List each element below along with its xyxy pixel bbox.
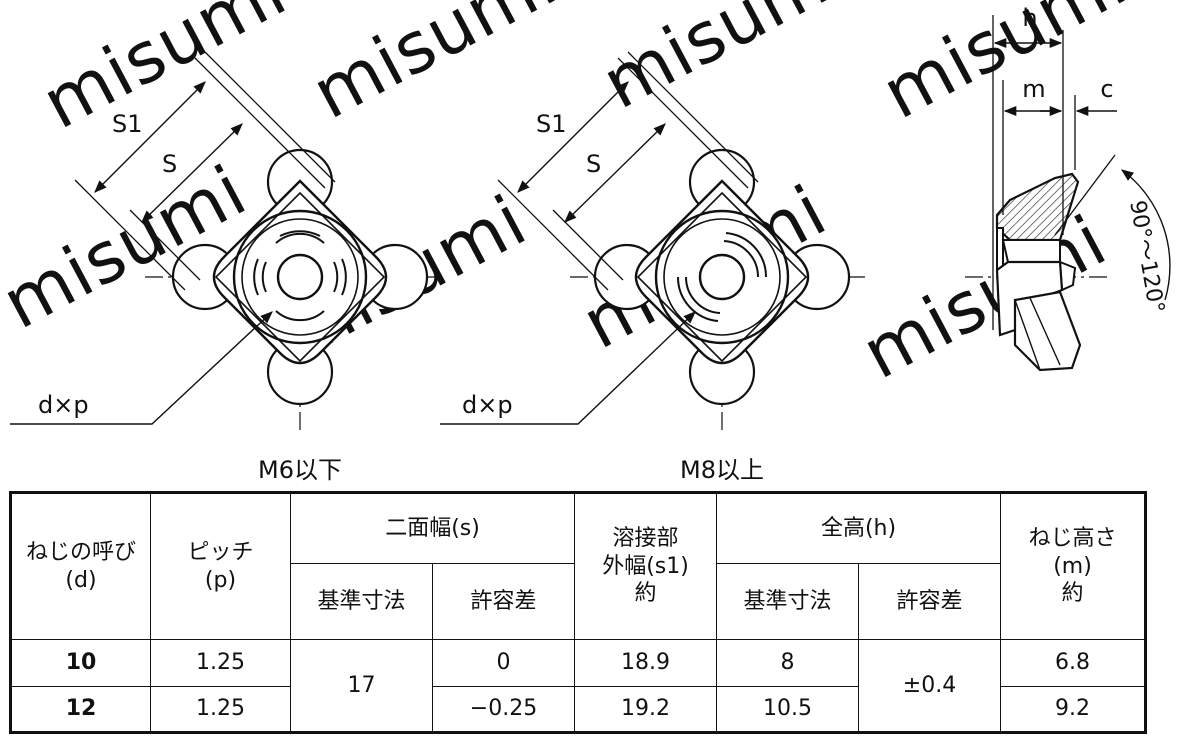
cell-h: 8 (716, 639, 860, 687)
table-row: 10 1.25 17 0 18.9 8 ±0.4 6.8 (10, 639, 1147, 733)
dim-s1-label: S1 (112, 110, 143, 138)
cell-d: 12 (10, 685, 151, 734)
header-weld-line2: 外幅(s1) (602, 553, 689, 579)
header-weld-line3: 約 (634, 581, 657, 607)
cell-s1: 19.2 (574, 685, 718, 734)
watermark-text: misumi (589, 0, 859, 125)
table-row: 12 1.25 −0.25 19.2 10.5 9.2 (10, 685, 1147, 734)
cell-p: 1.25 (150, 639, 291, 687)
cell-s-std: 17 (290, 639, 433, 733)
header-width-across: 二面幅(s) (289, 492, 576, 564)
watermark: misumi misumi misumi misumi misumi misum… (0, 0, 1139, 395)
thread-label: d×p (38, 391, 89, 419)
dim-s-label: S (162, 150, 177, 178)
cell-s1: 18.9 (574, 639, 718, 687)
right-view-caption: M8以上 (680, 456, 764, 484)
dim-m-label: m (1022, 75, 1045, 103)
header-thread-line2: (m) (1053, 553, 1092, 579)
cell-d: 10 (10, 639, 151, 687)
technical-drawing: misumi misumi misumi misumi misumi misum… (0, 0, 1171, 484)
header-width-tol: 許容差 (431, 562, 576, 641)
header-height-std: 基準寸法 (716, 562, 860, 641)
header-nominal-line1: ねじの呼び (25, 540, 136, 566)
watermark-text: misumi (869, 0, 1139, 135)
right-view: S1 S d×p M8以上 (440, 51, 865, 484)
header-pitch-line2: (p) (204, 567, 237, 593)
cell-m: 9.2 (1000, 685, 1147, 734)
angle-label: 90°～120° (1124, 199, 1168, 316)
left-view-caption: M6以下 (258, 456, 342, 484)
header-nominal: ねじの呼び (d) (10, 491, 151, 641)
dim-s-label: S (586, 150, 601, 178)
spec-table: ねじの呼び (d) ピッチ (p) 二面幅(s) 溶接部 外幅(s1) 約 全高… (9, 491, 1148, 734)
left-view: S1 S d×p M6以下 (10, 51, 440, 484)
header-thread-line1: ねじ高さ (1028, 526, 1117, 552)
cell-m: 6.8 (1000, 639, 1147, 687)
cell-h: 10.5 (716, 685, 860, 734)
header-weld-width: 溶接部 外幅(s1) 約 (574, 491, 718, 641)
watermark-text: misumi (849, 200, 1119, 395)
header-nominal-line2: (d) (65, 567, 97, 593)
header-pitch: ピッチ (p) (150, 491, 291, 641)
watermark-text: misumi (299, 0, 569, 135)
dim-c-label: c (1100, 75, 1113, 103)
header-thread-line3: 約 (1061, 581, 1084, 607)
header-weld-line1: 溶接部 (612, 526, 679, 552)
header-pitch-line1: ピッチ (187, 540, 254, 566)
header-width-std: 基準寸法 (290, 562, 433, 641)
cell-p: 1.25 (150, 685, 291, 734)
dim-h-label: h (1022, 4, 1037, 32)
cell-s-tol: 0 (431, 639, 576, 687)
table-subheader-row: 基準寸法 許容差 基準寸法 許容差 (11, 562, 1146, 641)
thread-label: d×p (462, 391, 513, 419)
header-height: 全高(h) (716, 492, 1002, 564)
cell-s-tol: −0.25 (431, 685, 576, 734)
dim-s1-label: S1 (536, 110, 567, 138)
cell-h-tol: ±0.4 (858, 639, 1002, 733)
watermark-text: misumi (0, 150, 259, 345)
header-height-tol: 許容差 (858, 562, 1002, 641)
header-thread-height: ねじ高さ (m) 約 (1000, 491, 1147, 641)
table-header-row: ねじの呼び (d) ピッチ (p) 二面幅(s) 溶接部 外幅(s1) 約 全高… (10, 491, 1147, 641)
